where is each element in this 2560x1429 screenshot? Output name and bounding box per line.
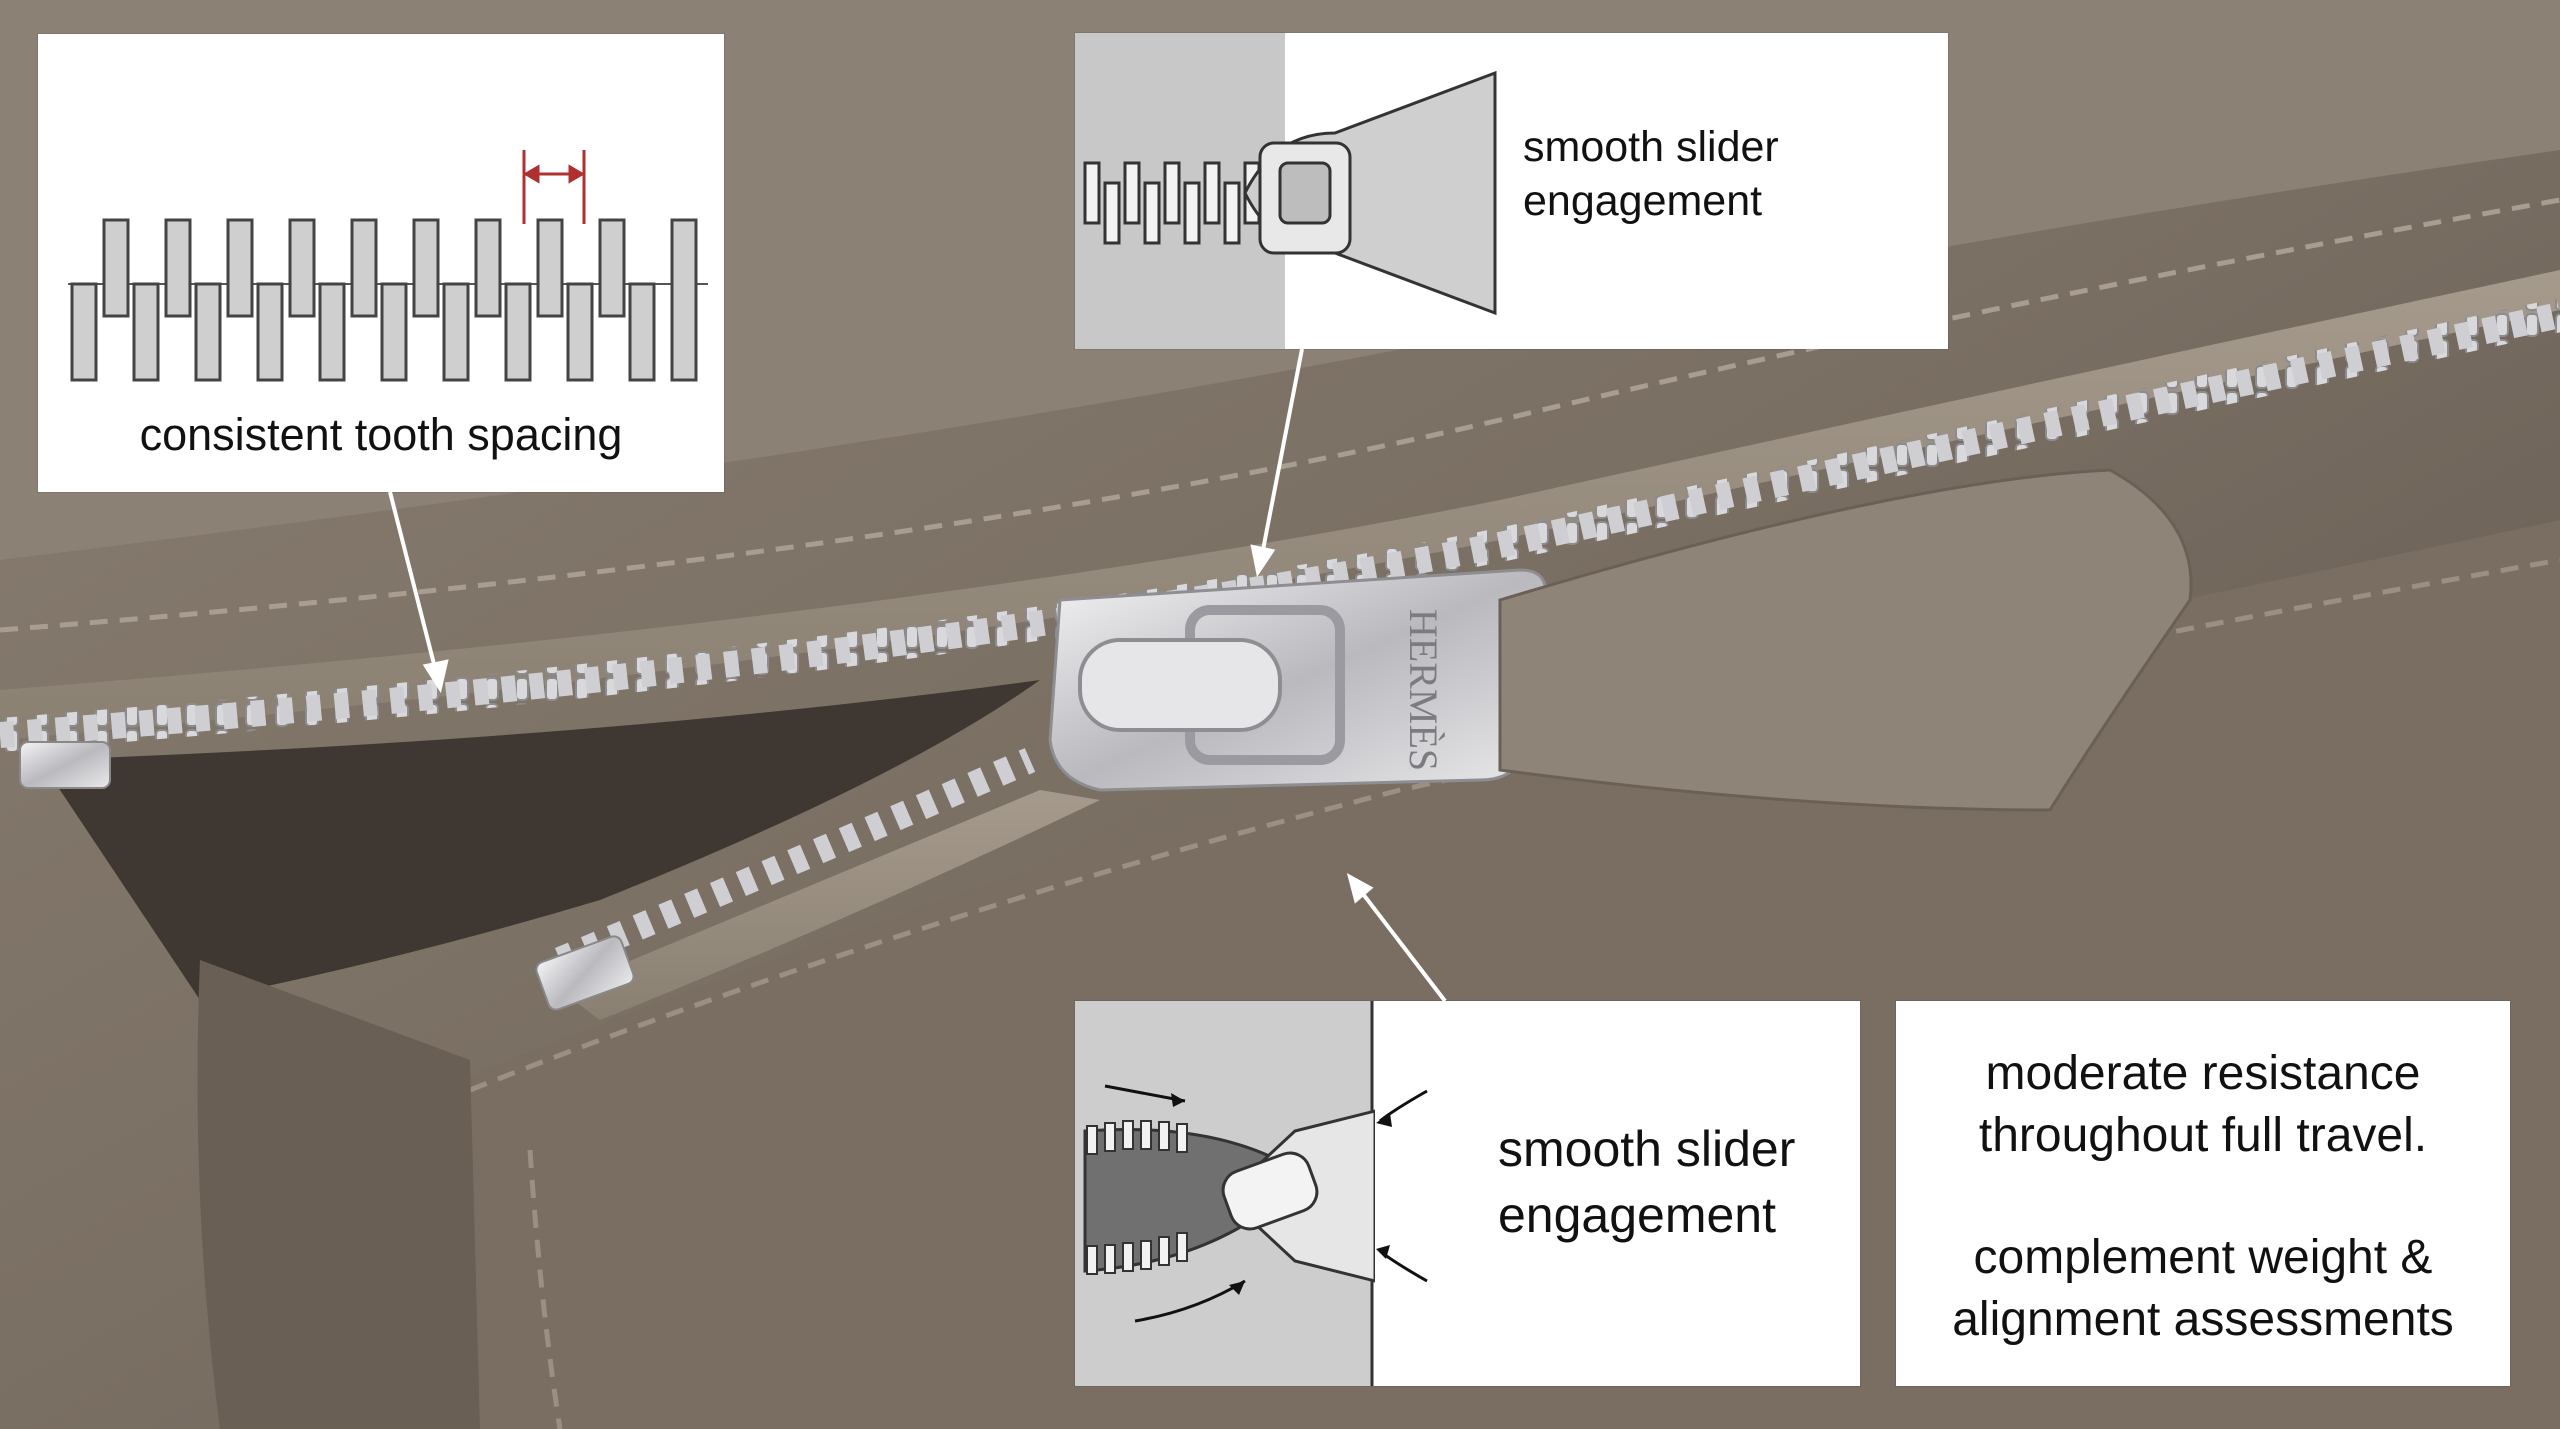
callout-slider-bottom: smooth slider engagement	[1075, 1001, 1860, 1386]
spacing-marker	[522, 150, 586, 224]
puller-engraving: HERMÈS	[1401, 609, 1446, 771]
resistance-line1: moderate resistance	[1985, 1047, 2421, 1100]
caption-slider-bottom-line2: engagement	[1498, 1187, 1777, 1243]
zipper-opening	[40, 680, 1040, 1000]
caption-slider-bottom-line1: smooth slider	[1498, 1121, 1796, 1177]
slider-top-diagram-panel	[1075, 33, 1500, 349]
resistance-line4: alignment assessments	[1952, 1293, 2454, 1346]
caption-tooth-spacing: consistent tooth spacing	[139, 409, 623, 460]
tooth-spacing-diagram	[68, 150, 708, 382]
zipper-slider: HERMÈS	[1048, 568, 1548, 792]
caption-slider-top-line2: engagement	[1523, 177, 1763, 225]
zipper-tape-top	[0, 270, 2560, 740]
slider-top-diagram	[1075, 33, 1500, 349]
callout-resistance: moderate resistance throughout full trav…	[1896, 1001, 2510, 1386]
zipper-teeth-bottom	[554, 748, 1036, 972]
upper-stitch-line	[0, 197, 2560, 633]
zipper-end-stop-bottom	[535, 935, 635, 1011]
callout-tooth-spacing: consistent tooth spacing	[38, 34, 724, 492]
zipper-end-stop-left	[19, 741, 111, 789]
callout-slider-top: smooth slider engagement	[1075, 33, 1948, 349]
resistance-line2: throughout full travel.	[1978, 1109, 2428, 1162]
caption-slider-top-line1: smooth slider	[1523, 123, 1779, 171]
leather-pull-tab	[1498, 468, 2193, 812]
slider-bottom-diagram	[1075, 1001, 1375, 1386]
resistance-line3: complement weight &	[1973, 1231, 2433, 1284]
